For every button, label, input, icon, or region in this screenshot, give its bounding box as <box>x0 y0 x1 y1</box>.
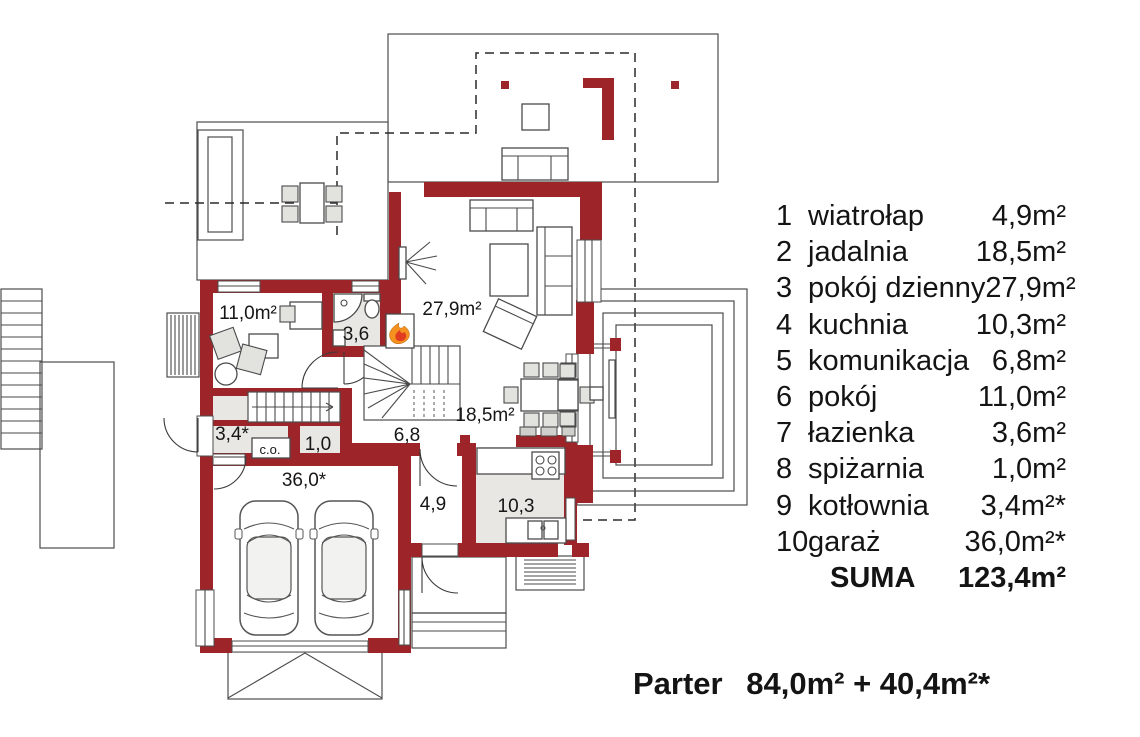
legend-num <box>772 560 808 596</box>
furniture-pokoj <box>208 301 323 386</box>
label-kotlownia: 3,4* <box>215 424 249 445</box>
legend-name: komunikacja <box>808 344 970 377</box>
legend-area: 3,6m² <box>991 417 1066 450</box>
legend-row: 8 spiżarnia 1,0m² <box>772 451 1066 487</box>
legend-num: 2 <box>776 236 793 269</box>
terrace-steps <box>576 288 748 506</box>
furniture-terrace-right <box>557 363 604 427</box>
bathroom-fixtures <box>332 293 381 347</box>
label-wiatrolap: 4,9 <box>420 494 446 515</box>
legend-num: 1 <box>776 200 793 232</box>
furniture-terrace-top <box>501 103 569 181</box>
legend-area: 4,9m² <box>991 200 1066 232</box>
legend-num: 10 <box>776 525 809 558</box>
legend-name: garaż <box>808 525 881 558</box>
legend-area: 6,8m² <box>991 344 1066 377</box>
legend-area: 3,4m²* <box>980 489 1066 522</box>
label-lazienka: 3,6 <box>343 324 369 345</box>
legend-name: kuchnia <box>808 308 908 341</box>
legend-table: 1 wiatrołap 4,9m² 2 jadalnia 18,5m² 3 po… <box>772 198 1076 596</box>
legend-num: 3 <box>776 272 793 305</box>
label-co: c.o. <box>260 442 281 457</box>
legend-area: 1,0m² <box>991 453 1066 486</box>
legend-row: 10 garaż 36,0m²* <box>772 524 1066 560</box>
legend-total-row: SUMA 123,4m² <box>772 560 1066 596</box>
entry-porch <box>411 556 507 649</box>
terrace-top-left <box>196 121 389 281</box>
windows <box>195 239 602 653</box>
window-louver <box>166 312 200 378</box>
garage-driveway <box>227 651 383 700</box>
legend-num: 8 <box>776 453 793 486</box>
floorplan: 11,0m² 3,6 27,9m² 18,5m² 6,8 3,4* 1,0 c.… <box>0 33 748 700</box>
legend-area: 18,5m² <box>975 236 1066 269</box>
side-slab-outline <box>39 361 115 549</box>
kitchen-fittings <box>476 447 567 544</box>
kitchen-steps <box>515 555 585 591</box>
fireplace-icon <box>385 313 415 349</box>
car-icon-2 <box>309 500 379 636</box>
legend-name: łazienka <box>808 417 915 450</box>
car-icon <box>234 500 304 636</box>
room-labels: 11,0m² 3,6 27,9m² 18,5m² 6,8 3,4* 1,0 c.… <box>215 299 534 517</box>
label-komunikacja: 6,8 <box>394 425 420 446</box>
legend-name: kotłownia <box>808 489 929 522</box>
legend-area: 36,0m²* <box>964 525 1066 558</box>
legend-area: 11,0m² <box>977 381 1066 414</box>
legend-row: 1 wiatrołap 4,9m² <box>772 198 1066 234</box>
furniture-dining <box>503 362 595 428</box>
label-spizarnia: 1,0 <box>305 434 331 455</box>
legend-row: 9 kotłownia 3,4m²* <box>772 488 1066 524</box>
stove-icon <box>531 451 560 480</box>
boiler-co <box>251 437 291 459</box>
legend-row: 6 pokój 11,0m² <box>772 379 1066 415</box>
sink-icon <box>527 520 543 540</box>
legend-num: 6 <box>776 381 793 414</box>
floor-summary: Parter 84,0m² + 40,4m²* <box>633 666 990 702</box>
label-jadalnia: 18,5m² <box>455 405 514 426</box>
legend-row: 5 komunikacja 6,8m² <box>772 343 1066 379</box>
legend-row: 2 jadalnia 18,5m² <box>772 234 1066 270</box>
legend-row: 3 pokój dzienny 27,9m² <box>772 270 1076 306</box>
legend-num: 4 <box>776 308 793 341</box>
legend-total-label: SUMA <box>830 562 916 595</box>
tv-icon <box>398 241 438 285</box>
legend-row: 7 łazienka 3,6m² <box>772 415 1066 451</box>
legend-name: pokój <box>808 381 878 414</box>
label-pokoj-dzienny: 27,9m² <box>422 299 481 320</box>
legend-area: 10,3m² <box>975 308 1066 341</box>
floor-summary-label: Parter <box>633 666 723 701</box>
staircase <box>247 345 461 423</box>
label-garaz: 36,0* <box>282 470 327 491</box>
legend-area: 27,9m² <box>985 272 1076 305</box>
label-pokoj: 11,0m² <box>219 303 277 324</box>
legend-row: 4 kuchnia 10,3m² <box>772 307 1066 343</box>
legend-name: spiżarnia <box>808 453 925 486</box>
legend-num: 7 <box>776 417 793 450</box>
floor-summary-value: 84,0m² + 40,4m²* <box>746 666 991 701</box>
legend-total-area: 123,4m² <box>957 562 1066 595</box>
legend-num: 9 <box>776 489 793 522</box>
furniture-terrace-left <box>281 182 343 224</box>
legend-name: pokój dzienny <box>808 272 986 305</box>
furniture-living <box>469 199 573 351</box>
exterior-stairs-left <box>0 288 43 450</box>
legend-name: wiatrołap <box>808 200 925 232</box>
legend-name: jadalnia <box>808 236 908 269</box>
legend-num: 5 <box>776 344 793 377</box>
label-kuchnia: 10,3 <box>498 496 535 517</box>
floorplan-drawing: 11,0m² 3,6 27,9m² 18,5m² 6,8 3,4* 1,0 c.… <box>0 33 748 700</box>
